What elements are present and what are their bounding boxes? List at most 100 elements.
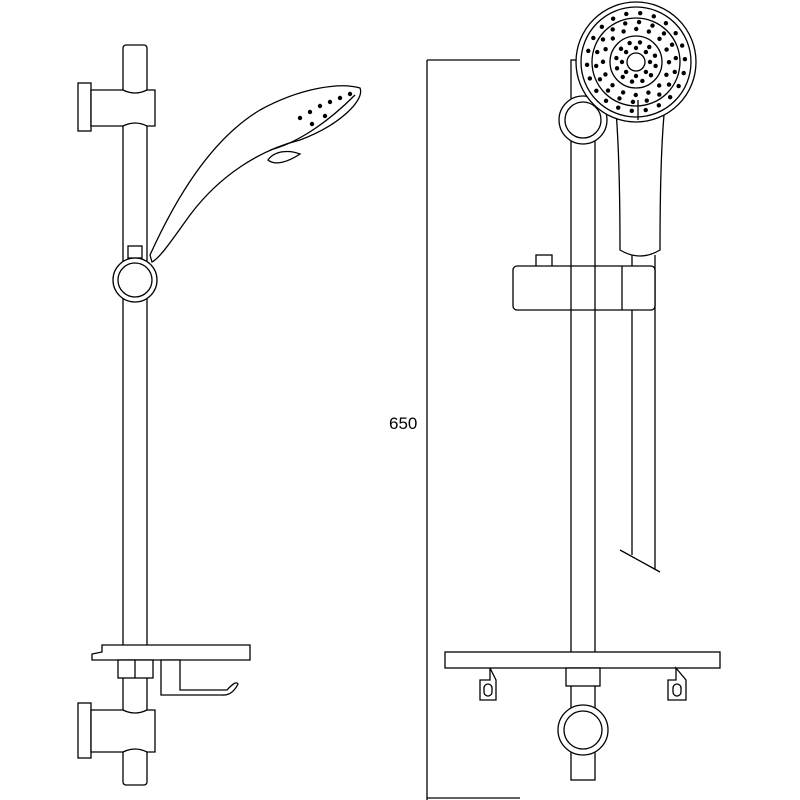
- spray-hole: [593, 63, 599, 69]
- spray-hole: [643, 107, 648, 113]
- spray-hole: [657, 92, 662, 97]
- spray-hole: [603, 72, 608, 77]
- spray-hole: [666, 82, 672, 87]
- spray-hole: [610, 16, 616, 21]
- spray-hole: [634, 26, 639, 32]
- spray-hole: [309, 121, 315, 127]
- spray-hole: [676, 83, 681, 89]
- spray-hole: [620, 90, 626, 95]
- spray-hole: [640, 78, 645, 84]
- spray-hole: [297, 115, 303, 121]
- side-soap-dish: [91, 644, 251, 696]
- spray-hole: [664, 72, 669, 78]
- spray-hole: [633, 45, 639, 51]
- height-dimension: [426, 59, 520, 800]
- spray-hole: [656, 83, 662, 88]
- spray-hole: [663, 21, 669, 26]
- spray-hole: [651, 14, 656, 19]
- spray-hole: [629, 79, 635, 84]
- side-bottom-bracket: [77, 702, 156, 759]
- spray-hole: [307, 109, 313, 115]
- spray-hole: [610, 27, 615, 32]
- side-view: [77, 44, 362, 786]
- side-rail: [122, 44, 148, 786]
- spray-hole: [600, 59, 606, 64]
- side-slider: [112, 245, 158, 303]
- side-handset: [149, 85, 362, 263]
- spray-hole: [646, 90, 651, 95]
- spray-hole: [621, 29, 626, 34]
- spray-hole: [620, 74, 625, 80]
- spray-hole: [617, 96, 622, 101]
- spray-hole: [623, 69, 629, 75]
- spray-hole: [682, 57, 688, 62]
- spray-hole: [673, 55, 679, 61]
- side-top-bracket: [77, 82, 156, 132]
- spray-hole: [610, 82, 615, 88]
- spray-hole: [327, 99, 333, 105]
- spray-hole: [646, 29, 652, 34]
- spray-hole: [599, 24, 605, 30]
- spray-hole: [657, 36, 662, 42]
- spray-hole: [597, 77, 603, 82]
- spray-hole: [600, 37, 606, 42]
- spray-hole: [610, 36, 616, 41]
- spray-hole: [586, 48, 591, 54]
- spray-hole: [587, 76, 593, 81]
- spray-hole: [669, 42, 675, 47]
- spray-hole: [595, 49, 600, 55]
- spray-hole: [679, 43, 685, 48]
- spray-hole: [633, 73, 639, 79]
- spray-hole: [337, 95, 343, 101]
- spray-hole: [584, 62, 590, 67]
- front-slider: [512, 254, 656, 311]
- spray-hole: [594, 88, 599, 93]
- spray-hole: [648, 73, 654, 78]
- spray-hole: [647, 44, 652, 50]
- spray-hole: [643, 49, 649, 55]
- spray-hole: [647, 59, 653, 65]
- spray-hole: [644, 98, 649, 103]
- spray-hole: [672, 69, 677, 75]
- spray-hole: [661, 31, 667, 36]
- spray-hole: [623, 49, 629, 55]
- spray-hole: [347, 91, 353, 97]
- height-dimension-label: 650: [389, 414, 418, 433]
- spray-hole: [666, 60, 672, 65]
- spray-hole: [614, 55, 619, 61]
- spray-hole: [603, 46, 608, 52]
- spray-hole: [605, 88, 611, 93]
- spray-hole: [629, 108, 634, 114]
- spray-hole: [636, 19, 642, 25]
- spray-hole: [623, 21, 628, 26]
- front-top-bracket: [558, 95, 608, 145]
- spray-hole: [624, 11, 629, 17]
- spray-hole: [619, 59, 625, 65]
- spray-hole: [637, 40, 643, 45]
- front-handset: [575, 1, 697, 257]
- spray-hole: [652, 53, 658, 58]
- spray-hole: [667, 94, 673, 100]
- spray-hole: [627, 40, 632, 46]
- spray-hole: [616, 105, 621, 110]
- front-view: [444, 1, 721, 781]
- spray-hole: [653, 63, 658, 69]
- spray-hole: [591, 35, 596, 41]
- spray-hole: [643, 69, 649, 75]
- wall-plate: [77, 82, 92, 132]
- spray-hole: [681, 70, 686, 76]
- spray-hole: [673, 31, 678, 36]
- spray-hole: [650, 23, 655, 28]
- spray-hole: [317, 103, 323, 109]
- spray-hole: [664, 47, 669, 52]
- spray-hole: [603, 98, 609, 103]
- spray-hole: [638, 10, 643, 16]
- spray-hole: [630, 99, 636, 105]
- spray-hole: [633, 92, 638, 98]
- front-bottom-bracket: [557, 704, 609, 756]
- spray-hole: [322, 113, 328, 119]
- spray-hole: [656, 103, 662, 108]
- front-soap-dish: [444, 651, 721, 701]
